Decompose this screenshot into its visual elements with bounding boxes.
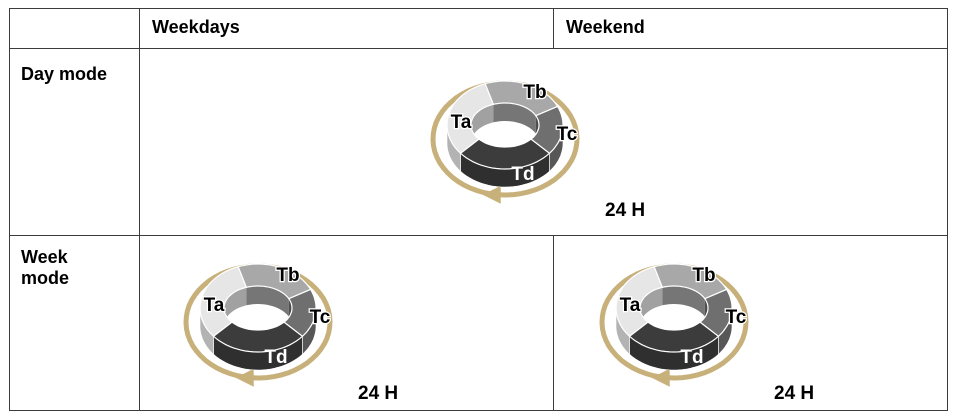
header-weekend: Weekend bbox=[566, 17, 645, 37]
table-label-divider bbox=[139, 8, 140, 411]
table-header-divider bbox=[9, 48, 948, 49]
segment-label-td: Td bbox=[680, 347, 703, 368]
table-bottom-border bbox=[9, 410, 948, 411]
period-label: 24 H bbox=[605, 200, 645, 221]
period-label: 24 H bbox=[774, 383, 814, 404]
table-top-border bbox=[9, 8, 948, 9]
table-header-weekend-divider bbox=[553, 8, 554, 48]
table-row-divider bbox=[9, 235, 948, 236]
segment-tb-inner-wall bbox=[246, 286, 289, 317]
segment-td bbox=[628, 321, 720, 353]
segment-ta-inner-wall bbox=[224, 287, 247, 326]
row-label-week-mode: Week mode bbox=[21, 247, 70, 288]
table-right-border bbox=[947, 8, 948, 411]
segment-ta-inner-wall bbox=[640, 287, 663, 326]
segment-tb-inner-wall bbox=[493, 103, 536, 134]
table-left-border bbox=[9, 8, 10, 411]
table-week-weekend-divider bbox=[553, 235, 554, 411]
mode-table: Weekdays Weekend Day mode Week mode bbox=[9, 8, 948, 411]
segment-label-ta: Ta bbox=[204, 295, 225, 316]
segment-td bbox=[212, 321, 304, 353]
segment-label-tc: Tc bbox=[726, 307, 747, 328]
segment-label-tc: Tc bbox=[557, 124, 578, 145]
cycle-arrowhead bbox=[482, 185, 501, 204]
segment-ta-inner-wall bbox=[471, 104, 494, 143]
segment-label-ta: Ta bbox=[451, 112, 472, 133]
row-label-day-mode: Day mode bbox=[21, 64, 108, 84]
cycle-arrowhead bbox=[651, 368, 670, 387]
segment-label-td: Td bbox=[264, 347, 287, 368]
segment-label-td: Td bbox=[511, 164, 534, 185]
period-label: 24 H bbox=[358, 383, 398, 404]
segment-label-ta: Ta bbox=[620, 295, 641, 316]
segment-label-tb: Tb bbox=[523, 82, 546, 103]
segment-td bbox=[459, 138, 551, 170]
segment-label-tb: Tb bbox=[276, 265, 299, 286]
header-weekdays: Weekdays bbox=[152, 17, 240, 37]
segment-tb-inner-wall bbox=[662, 286, 705, 317]
segment-label-tb: Tb bbox=[692, 265, 715, 286]
cycle-arrowhead bbox=[235, 368, 254, 387]
segment-label-tc: Tc bbox=[310, 307, 331, 328]
